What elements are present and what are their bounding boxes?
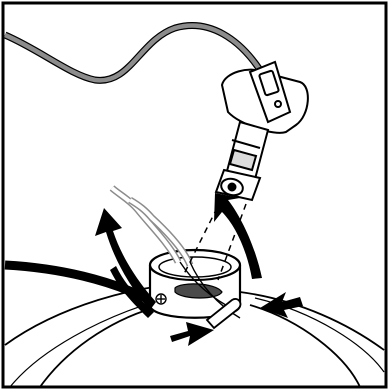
ground-icon [156, 294, 166, 304]
